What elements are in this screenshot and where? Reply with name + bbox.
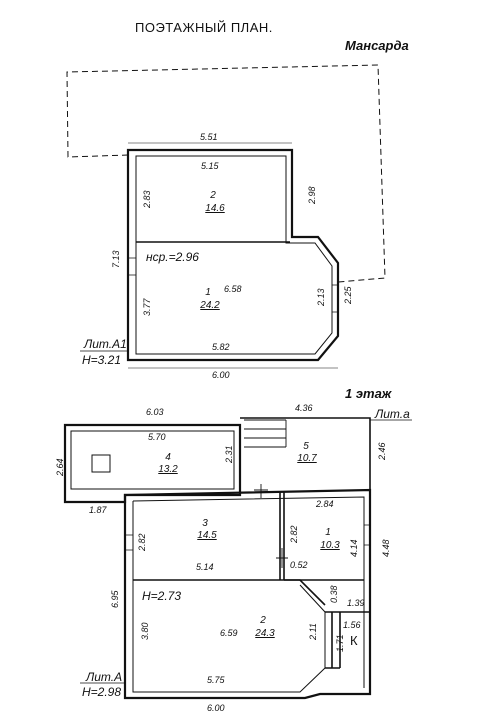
dim-attic-inner-top: 5.15 <box>201 161 219 171</box>
dim-first-right-total: 4.48 <box>381 539 391 557</box>
door-marker <box>276 548 288 568</box>
room4-inner <box>70 430 235 490</box>
dim-room4-width: 5.70 <box>148 432 166 442</box>
dim-first-left-outer: 2.64 <box>55 458 65 476</box>
veranda-stairs <box>244 419 287 448</box>
room-k-wall <box>325 611 370 669</box>
dim-room2-bay: 2.11 <box>308 623 318 640</box>
dim-room1-right: 4.14 <box>349 539 359 557</box>
room1-area: 10.3 <box>320 540 340 551</box>
attic-window-left <box>128 257 136 276</box>
dim-room4-height: 2.31 <box>224 445 234 463</box>
first-height-note: H=2.73 <box>142 589 182 603</box>
dim-first-gap: 0.52 <box>290 560 308 570</box>
plan-title: ПОЭТАЖНЫЙ ПЛАН. <box>135 20 273 35</box>
window-bottom <box>180 691 230 699</box>
dim-k-width: 1.39 <box>347 598 365 608</box>
dim-room2-left: 3.80 <box>140 622 150 640</box>
room4-area: 13.2 <box>158 464 178 475</box>
room2-area: 24.3 <box>255 628 275 639</box>
dim-attic-left-upper: 2.83 <box>142 190 152 208</box>
main-outer-wall <box>123 488 372 700</box>
dim-first-bottom-inner: 5.75 <box>207 675 225 685</box>
dim-attic-width-mid: 6.58 <box>224 284 242 294</box>
stove-icon <box>91 454 111 473</box>
main-inner-wall <box>132 496 365 693</box>
dim-room1-height: 2.82 <box>289 525 299 543</box>
dim-first-diag: 0.38 <box>329 585 339 603</box>
window-right <box>364 524 370 546</box>
room5-num: 5 <box>303 441 309 452</box>
attic-outline-dashed <box>66 64 386 283</box>
dim-room2-width: 6.59 <box>220 628 238 638</box>
attic-window-bottom <box>203 353 233 361</box>
dim-first-top-right: 4.36 <box>295 403 313 413</box>
attic-room2-area: 14.6 <box>205 203 225 214</box>
room4-num: 4 <box>165 452 171 463</box>
attic-height-note: нср.=2.96 <box>146 250 199 264</box>
attic-room2-num: 2 <box>210 190 216 201</box>
dim-first-step: 1.87 <box>89 505 107 515</box>
dim-attic-right-outer: 2.25 <box>343 286 353 304</box>
room3-area: 14.5 <box>197 530 217 541</box>
dim-k-width2: 1.56 <box>343 620 361 630</box>
dim-k-height: 1.71 <box>335 634 345 652</box>
dim-attic-bottom-inner: 5.82 <box>212 342 230 352</box>
dim-first-top-left: 6.03 <box>146 407 164 417</box>
dim-attic-bottom: 6.00 <box>212 370 230 380</box>
attic-inner-wall <box>135 155 333 355</box>
dim-attic-left-outer: 7.13 <box>111 250 121 268</box>
first-lit-label: Лит.А <box>86 670 123 684</box>
attic-heading: Мансарда <box>345 38 409 53</box>
dim-attic-right-bay: 2.13 <box>316 288 326 306</box>
dim-attic-top: 5.51 <box>200 132 218 142</box>
dim-room1-width: 2.84 <box>316 499 334 509</box>
dim-first-bottom: 6.00 <box>207 703 225 713</box>
room-k-label: К <box>350 633 358 648</box>
dim-room3-height: 2.82 <box>137 533 147 551</box>
room5-area: 10.7 <box>297 453 317 464</box>
room2-num: 2 <box>260 615 266 626</box>
dim-first-right-outer: 2.46 <box>377 442 387 460</box>
wall-marker <box>254 484 268 498</box>
attic-outer-wall <box>126 148 340 362</box>
attic-window-top <box>198 149 228 157</box>
attic-window-right <box>332 284 338 313</box>
attic-lit-label: Лит.А1 <box>84 337 127 351</box>
attic-height-label: H=3.21 <box>82 353 122 367</box>
attic-room1-area: 24.2 <box>200 300 220 311</box>
partition-room1 <box>279 492 364 581</box>
attic-room1-num: 1 <box>205 287 211 298</box>
veranda-wall <box>240 417 371 490</box>
first-height-label: H=2.98 <box>82 685 122 699</box>
dim-attic-left-lower: 3.77 <box>142 298 152 316</box>
veranda-lit-label: Лит.а <box>375 407 410 421</box>
dim-attic-right-upper: 2.98 <box>307 186 317 204</box>
dim-first-left-total: 6.95 <box>110 590 120 608</box>
first-floor-heading: 1 этаж <box>345 386 392 401</box>
dim-room3-width: 5.14 <box>196 562 214 572</box>
window-left <box>125 534 133 551</box>
room1-num: 1 <box>325 527 331 538</box>
room3-num: 3 <box>202 518 208 529</box>
